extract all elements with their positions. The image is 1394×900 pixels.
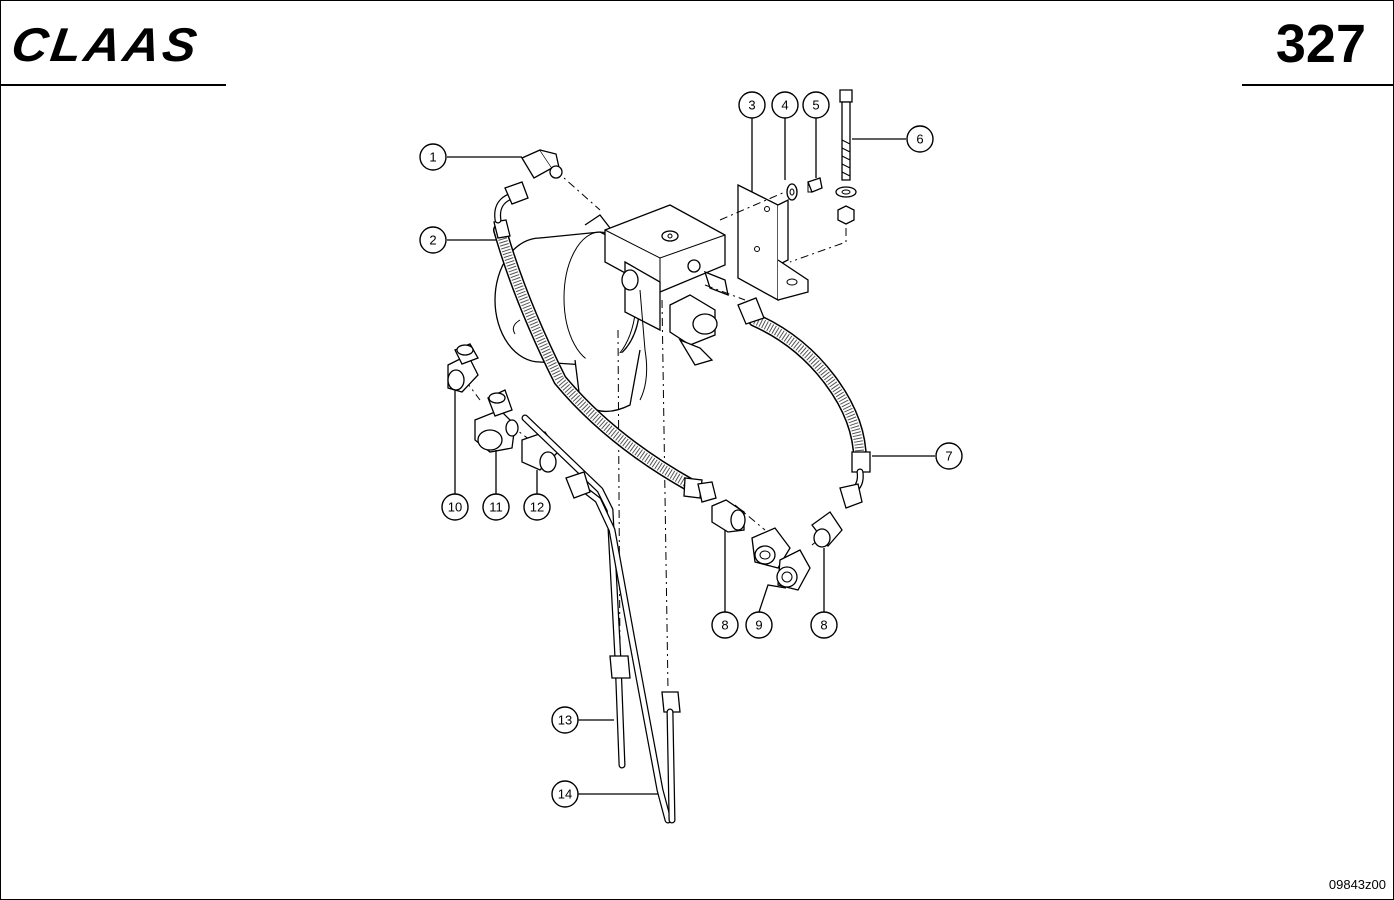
callout-2: 2 <box>419 226 447 254</box>
svg-text:5: 5 <box>812 98 819 113</box>
pipe-part-13 <box>521 414 631 769</box>
callout-14: 14 <box>551 780 579 808</box>
svg-text:2: 2 <box>429 233 436 248</box>
svg-text:8: 8 <box>820 618 827 633</box>
svg-text:8: 8 <box>721 618 728 633</box>
callout-8-left: 8 <box>711 611 739 639</box>
svg-text:4: 4 <box>781 98 788 113</box>
svg-text:12: 12 <box>530 500 544 515</box>
pressure-valve <box>669 259 729 366</box>
header-rule-right <box>1242 84 1394 86</box>
callout-11: 11 <box>482 493 510 521</box>
svg-text:10: 10 <box>448 500 462 515</box>
svg-text:1: 1 <box>429 150 436 165</box>
elbow-fitting-part-1 <box>521 149 563 179</box>
callout-6: 6 <box>906 125 934 153</box>
header-rule-left <box>0 84 226 86</box>
washer-part-4 <box>786 183 798 201</box>
callout-7: 7 <box>935 442 963 470</box>
callout-8-right: 8 <box>810 611 838 639</box>
bolt-part-6 <box>835 89 857 225</box>
screw-part-5 <box>807 177 823 193</box>
callout-4: 4 <box>771 91 799 119</box>
svg-text:11: 11 <box>489 500 503 515</box>
callout-leaders <box>447 118 935 795</box>
pipe-part-14 <box>565 471 681 824</box>
svg-text:14: 14 <box>558 787 572 802</box>
tee-fitting-part-11 <box>474 389 519 453</box>
svg-text:6: 6 <box>916 132 923 147</box>
drawing-id: 09843z00 <box>1328 877 1386 892</box>
adapter-part-8-left <box>711 499 746 533</box>
hose-part-2 <box>493 181 717 503</box>
callout-1: 1 <box>419 143 447 171</box>
hose-part-7 <box>737 297 871 509</box>
elbow-fitting-part-10 <box>447 343 479 393</box>
tee-fitting-part-9 <box>751 527 811 591</box>
svg-text:13: 13 <box>558 713 572 728</box>
adapter-part-8-right <box>811 511 843 548</box>
page-number: 327 <box>1275 14 1366 74</box>
callout-10: 10 <box>441 493 469 521</box>
svg-text:7: 7 <box>945 449 952 464</box>
svg-text:9: 9 <box>755 618 762 633</box>
callout-5: 5 <box>802 91 830 119</box>
callout-13: 13 <box>551 706 579 734</box>
callout-12: 12 <box>523 493 551 521</box>
mounting-bracket <box>737 183 809 302</box>
callout-9: 9 <box>745 611 773 639</box>
callout-3: 3 <box>738 91 766 119</box>
adapter-part-12 <box>521 431 559 473</box>
svg-text:3: 3 <box>748 98 755 113</box>
